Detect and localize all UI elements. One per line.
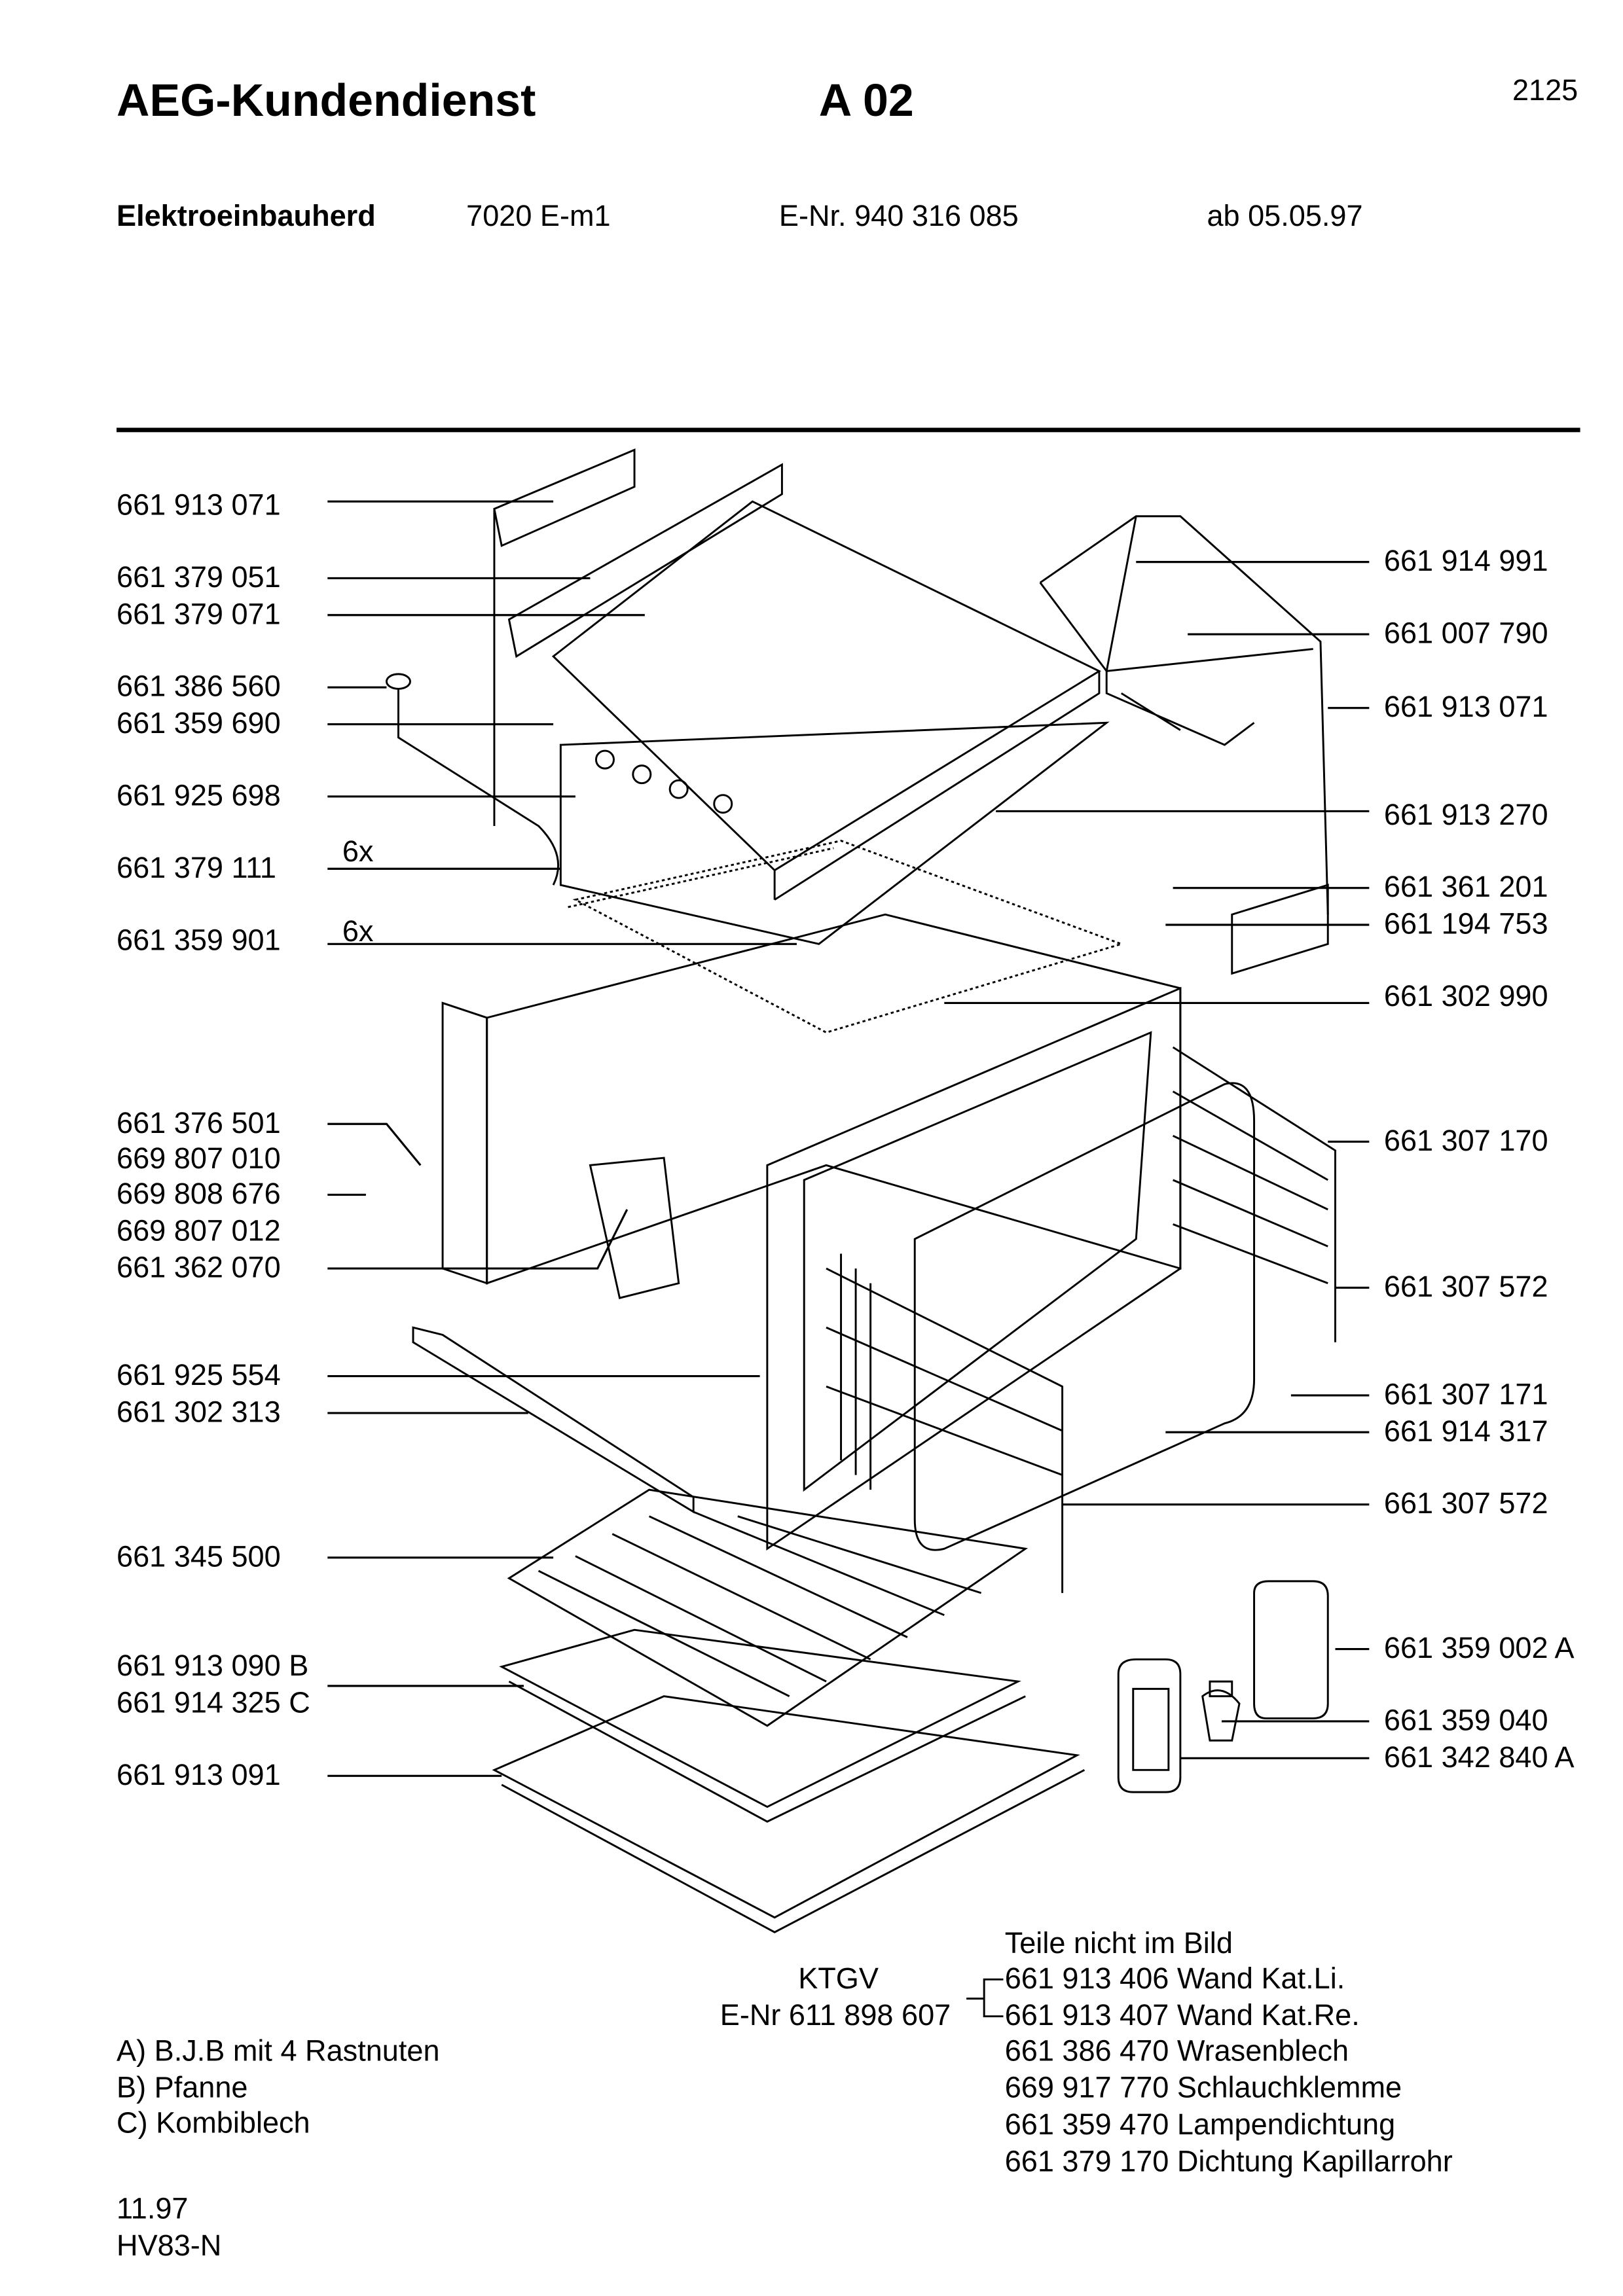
not-shown-heading: Teile nicht im Bild [1004, 1928, 1233, 1961]
part-number-label: 661 359 901 [117, 925, 281, 958]
note-item: B) Pfanne [117, 2072, 248, 2105]
quantity-mark: 6x [342, 916, 374, 949]
part-number-label: 661 376 501 [117, 1107, 281, 1141]
not-shown-item: 661 379 170 Dichtung Kapillarrohr [1004, 2145, 1453, 2179]
part-number-label: 661 345 500 [117, 1541, 281, 1574]
part-number-label: 661 913 270 [1383, 799, 1548, 833]
capillary-tube [385, 673, 560, 886]
bottom-plate [412, 1326, 695, 1514]
not-shown-item: 661 359 470 Lampendichtung [1004, 2109, 1396, 2142]
gasket-frame [568, 840, 1125, 1034]
not-shown-item: 669 917 770 Schlauchklemme [1004, 2072, 1402, 2105]
ktgv-label: KTGV [798, 1963, 879, 1996]
part-number-label: 661 307 572 [1383, 1488, 1548, 1521]
part-number-label: 661 913 071 [117, 490, 281, 522]
ktgv-enr: E-Nr 611 898 607 [720, 2000, 951, 2033]
part-number-label: 661 307 572 [1383, 1271, 1548, 1304]
valid-from: ab 05.05.97 [1207, 200, 1363, 234]
part-number-label: 661 361 201 [1383, 871, 1548, 905]
not-shown-item: 661 386 470 Wrasenblech [1004, 2035, 1349, 2068]
part-number-label: 661 379 051 [117, 562, 281, 595]
part-number-label: 661 194 753 [1383, 908, 1548, 941]
not-shown-item: 661 913 406 Wand Kat.Li. [1004, 1963, 1345, 1996]
brand-title: AEG-Kundendienst [117, 74, 536, 126]
footer-date: 11.97 [117, 2193, 189, 2226]
part-number-label: 661 342 840 A [1383, 1742, 1575, 1775]
footer-code: HV83-N [117, 2230, 222, 2263]
part-number-label: 661 359 002 A [1383, 1632, 1575, 1666]
part-number-label: 661 914 317 [1383, 1416, 1548, 1449]
part-number-label: 661 379 071 [117, 598, 281, 632]
e-number: E-Nr. 940 316 085 [778, 200, 1019, 234]
part-number-label: 661 379 111 [117, 852, 277, 886]
quantity-mark: 6x [342, 836, 374, 869]
model: 7020 E-m1 [466, 200, 611, 234]
top-insulation [493, 448, 1329, 975]
part-number-label: 669 807 010 [117, 1143, 281, 1176]
part-number-label: 661 302 990 [1383, 980, 1548, 1014]
part-number-label: 669 807 012 [117, 1215, 281, 1248]
part-number-label: 661 362 070 [117, 1252, 281, 1285]
side-racks [826, 1046, 1336, 1593]
sheet-code: A 02 [818, 74, 914, 126]
part-number-label: 661 913 090 B [117, 1650, 309, 1683]
header-rule [117, 427, 1580, 433]
not-shown-item: 661 913 407 Wand Kat.Re. [1004, 2000, 1360, 2033]
part-number-label: 661 386 560 [117, 671, 281, 704]
part-number-label: 661 302 313 [117, 1397, 281, 1429]
part-number-label: 661 925 698 [117, 780, 281, 813]
oven-door-frame [840, 1082, 1256, 1551]
lamp-assembly [1117, 1580, 1329, 1793]
part-number-label: 661 307 170 [1383, 1125, 1548, 1158]
baking-tray [499, 1628, 1026, 1823]
part-number-label: 661 913 071 [1383, 691, 1548, 725]
cover-plate [507, 463, 1110, 945]
combi-sheet [492, 1695, 1085, 1933]
note-item: A) B.J.B mit 4 Rastnuten [117, 2035, 440, 2068]
part-number-label: 661 359 040 [1383, 1705, 1548, 1738]
part-number-label: 661 913 091 [117, 1759, 281, 1793]
oven-cavity [441, 913, 1182, 1551]
part-number-label: 661 359 690 [117, 708, 281, 741]
part-number-label: 661 307 171 [1383, 1379, 1548, 1412]
page-number: 2125 [1512, 75, 1578, 108]
part-number-label: 661 007 790 [1383, 618, 1548, 651]
part-number-label: 661 914 991 [1383, 545, 1548, 579]
leader-lines [327, 500, 1370, 1777]
part-number-label: 669 808 676 [117, 1178, 281, 1211]
part-number-label: 661 925 554 [117, 1359, 281, 1393]
product-name: Elektroeinbauherd [117, 200, 376, 234]
note-item: C) Kombiblech [117, 2108, 310, 2140]
part-number-label: 661 914 325 C [117, 1687, 310, 1720]
